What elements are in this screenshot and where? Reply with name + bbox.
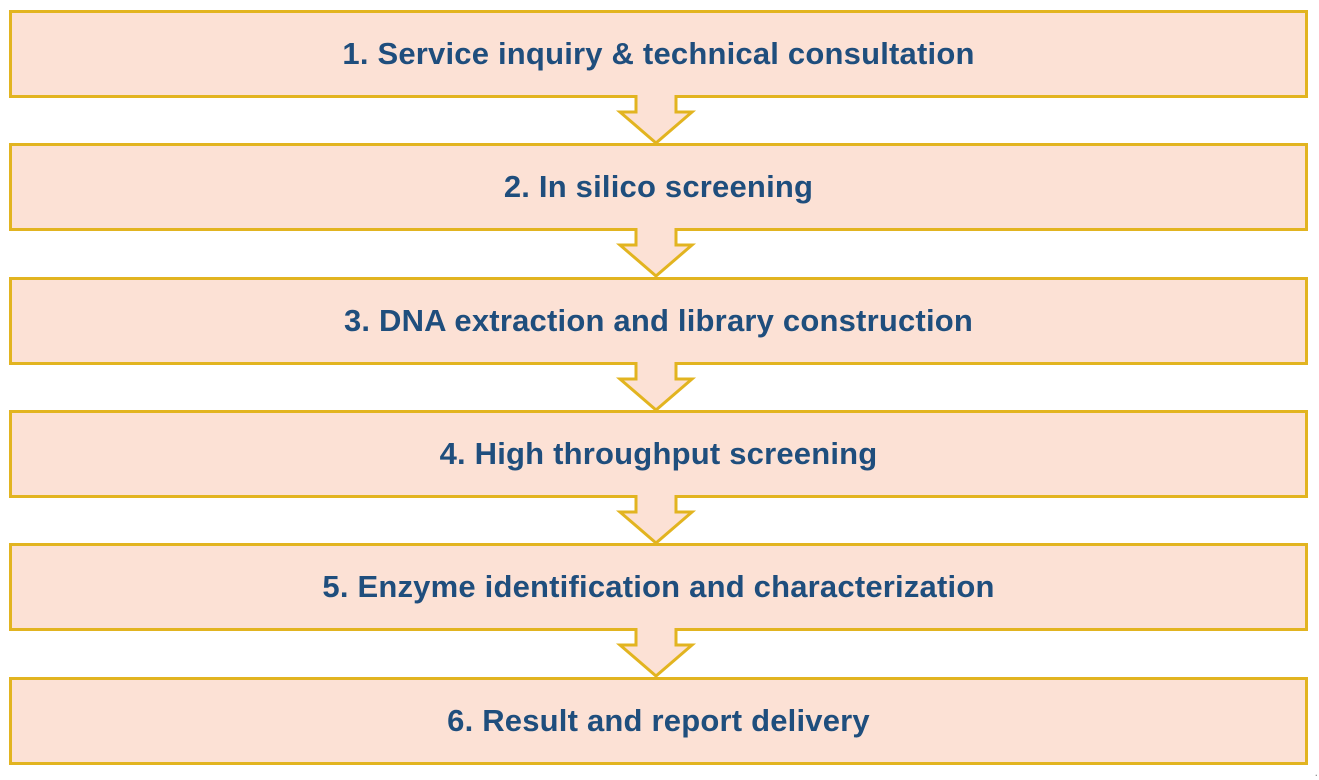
step-box-2: 2. In silico screening	[9, 143, 1308, 231]
down-arrow-icon	[614, 95, 700, 146]
step-box-5: 5. Enzyme identification and characteriz…	[9, 543, 1308, 631]
step-box-1: 1. Service inquiry & technical consultat…	[9, 10, 1308, 98]
stray-dot: .	[1314, 765, 1318, 779]
step-label-1: 1. Service inquiry & technical consultat…	[342, 36, 975, 71]
step-label-6: 6. Result and report delivery	[447, 703, 870, 738]
down-arrow-icon	[614, 628, 700, 679]
step-box-6: 6. Result and report delivery	[9, 677, 1308, 765]
step-label-3: 3. DNA extraction and library constructi…	[343, 303, 974, 338]
down-arrow-icon	[614, 228, 700, 279]
step-label-5: 5. Enzyme identification and characteriz…	[322, 569, 995, 604]
step-label-4: 4. High throughput screening	[439, 436, 878, 471]
step-box-3: 3. DNA extraction and library constructi…	[9, 277, 1308, 365]
step-label-2: 2. In silico screening	[503, 169, 814, 204]
step-box-4: 4. High throughput screening	[9, 410, 1308, 498]
down-arrow-icon	[614, 362, 700, 413]
down-arrow-icon	[614, 495, 700, 546]
